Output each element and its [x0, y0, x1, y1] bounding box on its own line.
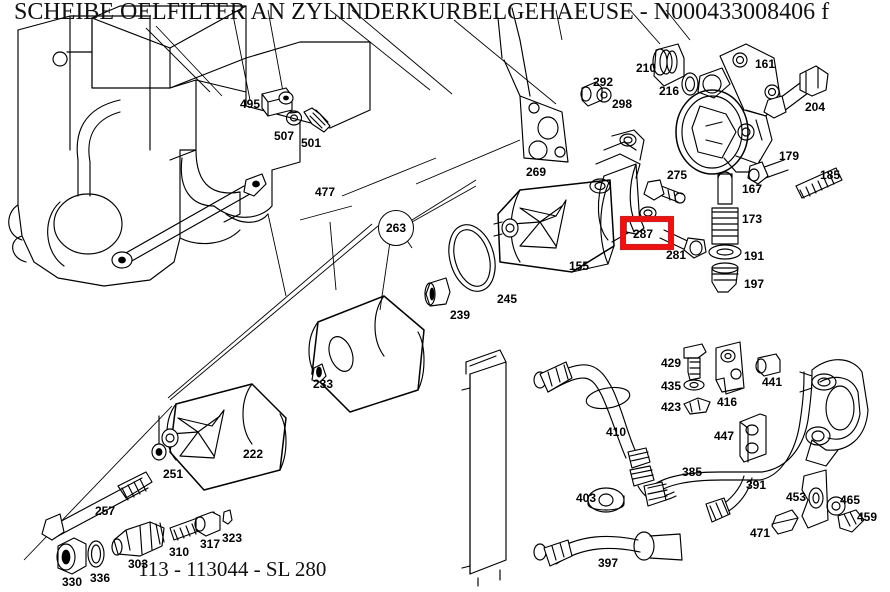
part-number-197[interactable]: 197 [744, 277, 765, 291]
part-number-155[interactable]: 155 [569, 259, 590, 273]
part-number-287[interactable]: 287 [633, 227, 654, 241]
part-number-161[interactable]: 161 [755, 57, 776, 71]
part-number-403[interactable]: 403 [576, 491, 597, 505]
hardware-453-465-459-471 [771, 469, 865, 535]
part-number-251[interactable]: 251 [163, 467, 184, 481]
oil-cooler [461, 349, 547, 587]
part-number-429[interactable]: 429 [661, 356, 682, 370]
part-number-471[interactable]: 471 [750, 526, 771, 540]
part-number-416[interactable]: 416 [717, 395, 738, 409]
flange-plate-269 [497, 7, 569, 163]
part-number-423[interactable]: 423 [661, 400, 682, 414]
callout-bubble-263[interactable]: 263 [378, 210, 414, 246]
part-number-410[interactable]: 410 [606, 425, 627, 439]
part-number-495[interactable]: 495 [240, 97, 261, 111]
selected-part-highlight[interactable] [620, 216, 674, 250]
bushing-210-216 [652, 43, 699, 96]
bolt-204 [763, 65, 829, 119]
long-bolt-257 [41, 471, 153, 541]
gasket-245-ring-239 [424, 224, 496, 307]
part-number-191[interactable]: 191 [744, 249, 765, 263]
hardware-495-507-501 [261, 87, 331, 133]
part-number-204[interactable]: 204 [805, 100, 826, 114]
part-number-435[interactable]: 435 [661, 379, 682, 393]
part-number-303[interactable]: 303 [128, 557, 149, 571]
part-number-317[interactable]: 317 [200, 537, 221, 551]
bushing-403 [587, 487, 625, 513]
part-number-465[interactable]: 465 [840, 493, 861, 507]
diagram-caption: 113 - 113044 - SL 280 [138, 557, 327, 581]
seal-292-298 [580, 81, 612, 107]
part-number-269[interactable]: 269 [526, 165, 547, 179]
part-number-185[interactable]: 185 [820, 168, 841, 182]
bottom-left-hardware [56, 509, 233, 575]
bolt-275 [643, 179, 686, 204]
small-hardware-right [683, 341, 781, 415]
filter-element-lower-222 [151, 383, 287, 491]
part-number-330[interactable]: 330 [62, 575, 83, 589]
hose-397 [543, 531, 683, 567]
part-number-447[interactable]: 447 [714, 429, 735, 443]
part-number-298[interactable]: 298 [612, 97, 633, 111]
part-number-459[interactable]: 459 [857, 510, 878, 524]
part-number-336[interactable]: 336 [90, 571, 111, 585]
part-number-222[interactable]: 222 [243, 447, 264, 461]
part-number-323[interactable]: 323 [222, 531, 243, 545]
part-number-281[interactable]: 281 [666, 248, 687, 262]
part-number-239[interactable]: 239 [450, 308, 471, 322]
part-number-210[interactable]: 210 [636, 61, 657, 75]
rod-477 [111, 173, 267, 269]
part-number-453[interactable]: 453 [786, 490, 807, 504]
part-number-173[interactable]: 173 [742, 212, 763, 226]
part-number-441[interactable]: 441 [762, 375, 783, 389]
part-number-292[interactable]: 292 [593, 75, 614, 89]
part-number-507[interactable]: 507 [274, 129, 295, 143]
leader-lines [23, 9, 691, 561]
part-number-216[interactable]: 216 [659, 84, 680, 98]
valve-stack-167-173-191-197 [708, 171, 742, 293]
part-number-397[interactable]: 397 [598, 556, 619, 570]
part-number-391[interactable]: 391 [746, 478, 767, 492]
bracket-447 [739, 413, 767, 463]
part-number-275[interactable]: 275 [667, 168, 688, 182]
pump-housing-161 [675, 43, 781, 175]
bolt-179-spring-185 [747, 159, 843, 199]
part-number-257[interactable]: 257 [95, 504, 116, 518]
part-number-310[interactable]: 310 [169, 545, 190, 559]
part-number-167[interactable]: 167 [742, 182, 763, 196]
part-number-179[interactable]: 179 [779, 149, 800, 163]
pipe-385-391 [643, 359, 869, 523]
hose-410 [539, 361, 677, 502]
oil-filter-housing-155 [493, 129, 645, 273]
engine-block-art [8, 5, 371, 287]
part-number-233[interactable]: 233 [313, 377, 334, 391]
part-number-245[interactable]: 245 [497, 292, 518, 306]
page-title: SCHEIBE OELFILTER AN ZYLINDERKURBELGEHAE… [14, 0, 830, 25]
filter-element-upper [308, 295, 425, 413]
part-number-385[interactable]: 385 [682, 465, 703, 479]
part-number-501[interactable]: 501 [301, 136, 322, 150]
part-number-477[interactable]: 477 [315, 185, 336, 199]
